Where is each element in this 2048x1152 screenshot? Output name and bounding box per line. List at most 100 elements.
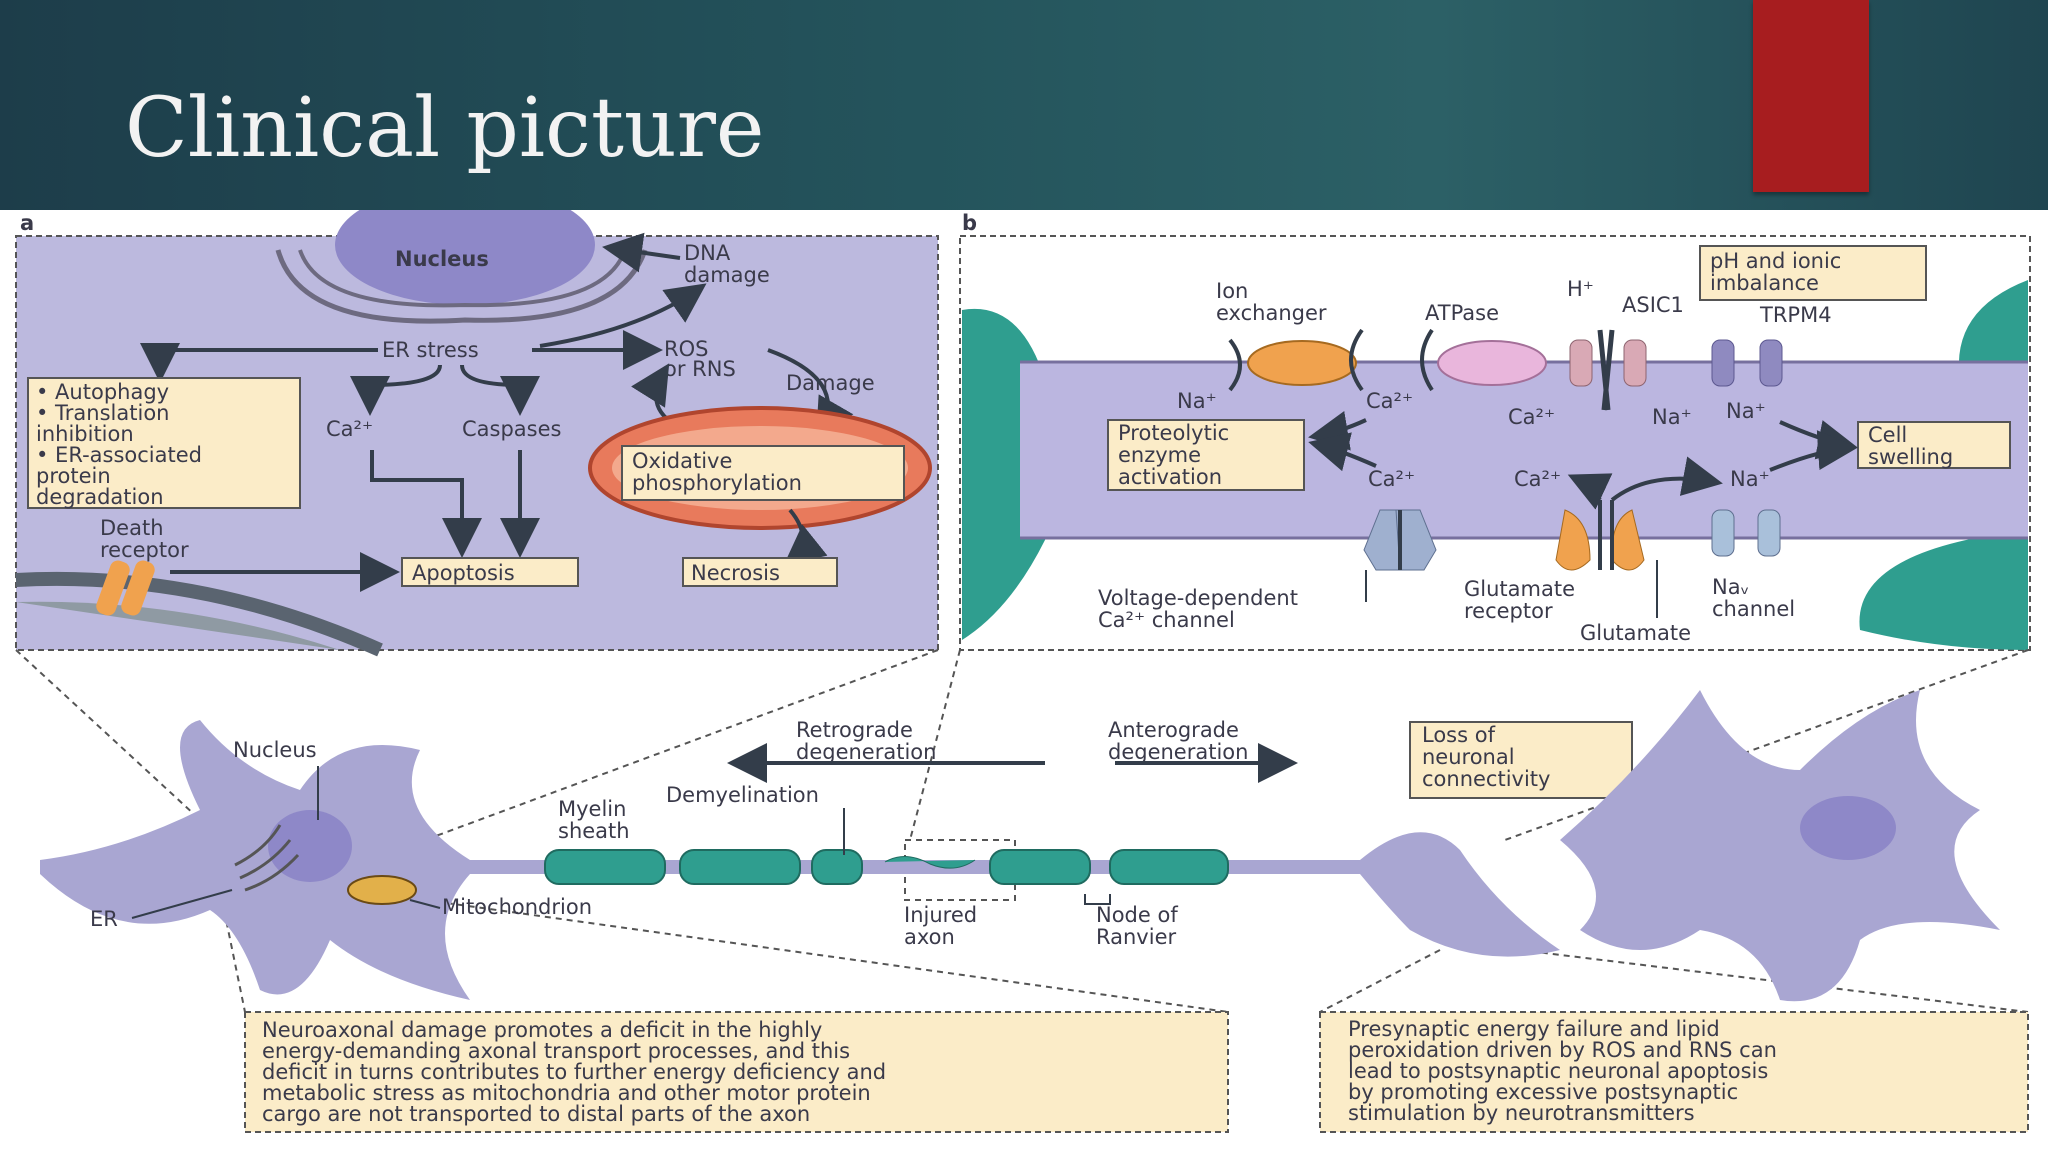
er-outcome-1: • Autophagy	[36, 380, 169, 404]
dna-damage-label-1: DNA	[684, 241, 731, 265]
oxidative-box	[621, 445, 905, 501]
panel-a-letter: a	[20, 211, 34, 235]
er-outcomes-box	[27, 377, 301, 509]
caption-left-line-2: energy-demanding axonal transport proces…	[262, 1039, 850, 1063]
death-receptor-shape	[96, 560, 130, 616]
injured-axon-label-1: Injured	[904, 903, 977, 927]
na-label-2: Na⁺	[1652, 405, 1692, 429]
panel-a: a Nucleus DNA damage ER stress ROS or RN…	[15, 210, 939, 657]
loss-connectivity-label-3: connectivity	[1422, 767, 1550, 791]
figure: a Nucleus DNA damage ER stress ROS or RN…	[0, 210, 2048, 1152]
atpase-shape	[1437, 340, 1547, 386]
nav-channel-label-2: channel	[1712, 597, 1795, 621]
ca-label-4: Ca²⁺	[1514, 467, 1561, 491]
er-outcome-2: • Translation	[36, 401, 170, 425]
myelin-segment-4	[989, 849, 1091, 885]
proteolytic-label-3: activation	[1118, 465, 1222, 489]
loss-connectivity-box	[1409, 721, 1633, 799]
caption-left-line-1: Neuroaxonal damage promotes a deficit in…	[262, 1018, 822, 1042]
caption-left-line-4: metabolic stress as mitochondria and oth…	[262, 1081, 871, 1105]
injured-axon-label-2: axon	[904, 925, 955, 949]
asic1-shape	[1569, 339, 1593, 387]
ion-exchanger-label-1: Ion	[1216, 279, 1248, 303]
er-outcome-6: degradation	[36, 485, 164, 509]
neuron-body-right	[1560, 690, 2000, 1002]
neuron-diagram: Nucleus ER Mitochondrion Myelin sheath D…	[40, 690, 2000, 1002]
damage-label: Damage	[786, 371, 875, 395]
oxidative-label-1: Oxidative	[632, 449, 732, 473]
proteolytic-label-2: enzyme	[1118, 443, 1201, 467]
er-outcome-4: • ER-associated	[36, 443, 202, 467]
proteolytic-box	[1107, 419, 1305, 491]
asic1-label: ASIC1	[1622, 293, 1684, 317]
ros-label-1: ROS	[664, 337, 708, 361]
node-ranvier-label-2: Ranvier	[1096, 925, 1176, 949]
caption-left: Neuroaxonal damage promotes a deficit in…	[244, 1011, 1229, 1133]
voltage-channel-label-2: Ca²⁺ channel	[1098, 608, 1235, 632]
figure-svg: a Nucleus DNA damage ER stress ROS or RN…	[15, 210, 2031, 1133]
panel-b: b pH and ionic imbalance Ion exchanger A…	[959, 211, 2031, 651]
h-plus-label: H⁺	[1567, 277, 1594, 301]
atpase-label: ATPase	[1425, 301, 1499, 325]
ca-label-3: Ca²⁺	[1368, 467, 1415, 491]
death-receptor-label-1: Death	[100, 516, 164, 540]
demyelination-label: Demyelination	[666, 783, 819, 807]
caption-right-line-4: by promoting excessive postsynaptic	[1348, 1080, 1738, 1104]
ion-exchanger-shape	[1247, 340, 1357, 386]
er-stress-label: ER stress	[382, 338, 479, 362]
cell-membrane	[15, 571, 383, 657]
nucleus-label: Nucleus	[395, 247, 489, 271]
nav-channel-shape	[1711, 509, 1735, 557]
cell-right-shape	[1859, 530, 2028, 650]
er-outcome-5: protein	[36, 464, 111, 488]
cell-swelling-label-2: swelling	[1868, 445, 1953, 469]
er-label: ER	[90, 907, 118, 931]
mitochondrion-label: Mitochondrion	[442, 895, 592, 919]
glutamate-receptor-label-1: Glutamate	[1464, 577, 1575, 601]
trpm4-shape	[1711, 339, 1735, 387]
necrosis-box	[682, 557, 838, 587]
retrograde-label-1: Retrograde	[796, 718, 913, 742]
myelin-segment-3	[811, 849, 863, 885]
necrosis-label: Necrosis	[691, 561, 780, 585]
caspases-label: Caspases	[462, 417, 561, 441]
myelin-label-2: sheath	[558, 819, 630, 843]
myelin-segment-1	[544, 849, 666, 885]
retrograde-label-2: degeneration	[796, 740, 936, 764]
accent-tab	[1753, 0, 1869, 192]
ca-label-1: Ca²⁺	[1366, 389, 1413, 413]
na-label-1: Na⁺	[1177, 389, 1217, 413]
ros-label-2: or RNS	[664, 357, 736, 381]
caption-right-line-1: Presynaptic energy failure and lipid	[1348, 1017, 1720, 1041]
caption-right-line-3: lead to postsynaptic neuronal apoptosis	[1348, 1059, 1768, 1083]
er-outcome-3: inhibition	[36, 422, 134, 446]
dna-damage-label-2: damage	[684, 263, 770, 287]
ca-label-2: Ca²⁺	[1508, 405, 1555, 429]
death-receptor-label-2: receptor	[100, 538, 189, 562]
oxidative-label-2: phosphorylation	[632, 471, 802, 495]
axon-terminal	[1360, 832, 1560, 957]
neuron-nucleus-label: Nucleus	[233, 738, 317, 762]
ph-box	[1699, 245, 1927, 301]
neuron-nucleus-right	[1800, 796, 1896, 860]
loss-connectivity-label-1: Loss of	[1422, 723, 1496, 747]
na-label-3: Na⁺	[1726, 399, 1766, 423]
glutamate-receptor-label-2: receptor	[1464, 599, 1553, 623]
nucleus-shape	[335, 210, 595, 305]
loss-connectivity-label-2: neuronal	[1422, 745, 1515, 769]
caption-right-line-5: stimulation by neurotransmitters	[1348, 1101, 1695, 1125]
cell-swelling-box	[1857, 421, 2011, 469]
caption-right: Presynaptic energy failure and lipid per…	[1319, 1011, 2029, 1133]
apoptosis-label: Apoptosis	[412, 561, 515, 585]
cell-swelling-label-1: Cell	[1868, 423, 1907, 447]
nav-channel-label-1: Naᵥ	[1712, 575, 1749, 599]
myelin-label-1: Myelin	[558, 797, 626, 821]
ion-exchanger-label-2: exchanger	[1216, 301, 1327, 325]
caption-left-line-3: deficit in turns contributes to further …	[262, 1060, 886, 1084]
ph-label-1: pH and ionic	[1710, 249, 1841, 273]
anterograde-label-1: Anterograde	[1108, 718, 1239, 742]
er-membrane	[275, 249, 648, 324]
panel-b-letter: b	[962, 211, 977, 235]
na-label-4: Na⁺	[1730, 467, 1770, 491]
glutamate-label: Glutamate	[1580, 621, 1691, 645]
